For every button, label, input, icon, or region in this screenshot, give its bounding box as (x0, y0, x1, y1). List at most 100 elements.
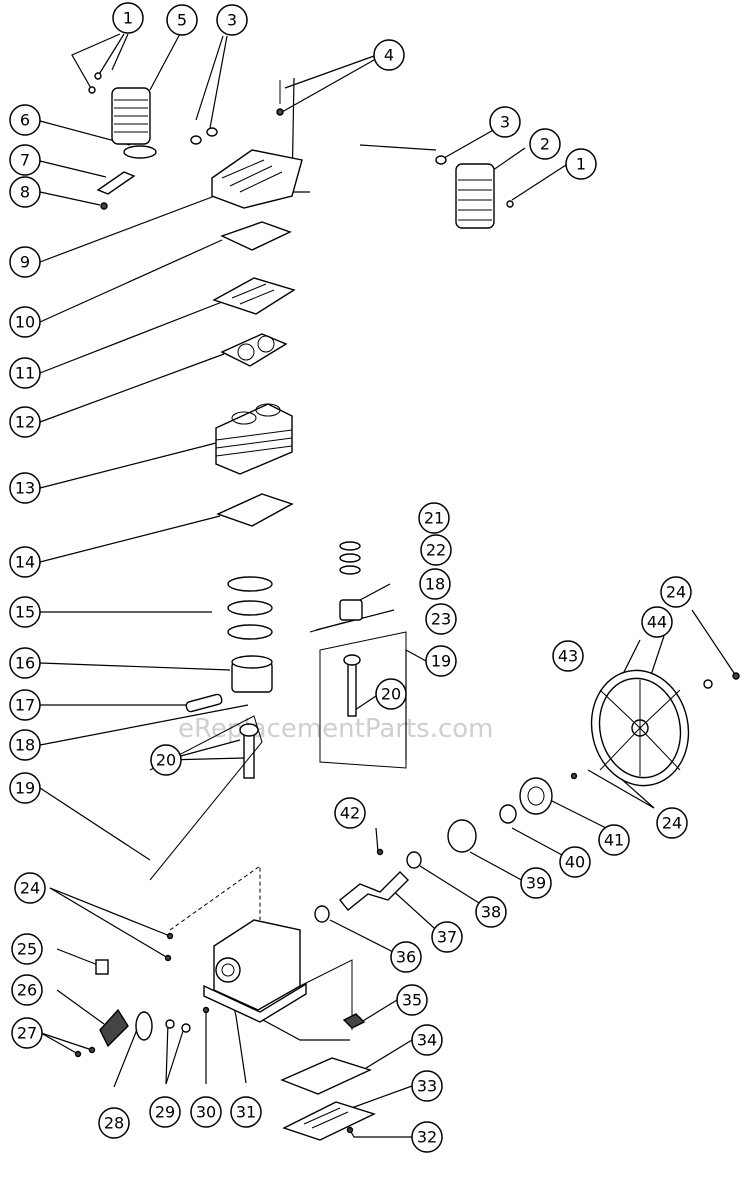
plate-part-7 (96, 171, 136, 195)
screw-part-1b (94, 72, 102, 80)
callout-30: 30 (190, 1096, 222, 1128)
svg-text:41: 41 (604, 831, 624, 850)
callout-11: 11 (9, 357, 41, 389)
svg-text:25: 25 (17, 940, 37, 959)
svg-text:15: 15 (15, 603, 35, 622)
callout-16: 16 (9, 647, 41, 679)
svg-text:7: 7 (20, 151, 30, 170)
gasket-part-3c (435, 155, 447, 165)
callout-10: 10 (9, 306, 41, 338)
callout-6: 6 (9, 104, 41, 136)
svg-text:44: 44 (647, 613, 667, 632)
gasket-part-28 (135, 1011, 153, 1041)
svg-text:31: 31 (236, 1103, 256, 1122)
svg-text:21: 21 (424, 509, 444, 528)
callout-7: 7 (9, 144, 41, 176)
callout-1: 1 (112, 2, 144, 34)
callout-2: 2 (529, 128, 561, 160)
watermark-text: eReplacementParts.com (178, 714, 494, 744)
bearing-part-36 (314, 905, 330, 923)
svg-text:38: 38 (481, 903, 501, 922)
svg-text:30: 30 (196, 1103, 216, 1122)
callout-3: 3 (216, 4, 248, 36)
callout-17: 17 (9, 689, 41, 721)
svg-text:33: 33 (417, 1077, 437, 1096)
svg-text:28: 28 (104, 1114, 124, 1133)
washer-part-44 (703, 679, 713, 689)
svg-text:35: 35 (402, 991, 422, 1010)
svg-text:5: 5 (177, 11, 187, 30)
callout-41: 41 (598, 824, 630, 856)
svg-text:11: 11 (15, 364, 35, 383)
callout-13: 13 (9, 472, 41, 504)
bearing-part-40 (499, 804, 517, 824)
callout-20: 20 (375, 678, 407, 710)
screw-part-27b (88, 1046, 96, 1054)
callout-32: 32 (411, 1121, 443, 1153)
o-ring-part-6 (123, 145, 157, 159)
screw-part-8 (100, 202, 108, 210)
callout-26: 26 (11, 974, 43, 1006)
svg-text:19: 19 (15, 779, 35, 798)
plug-part-25 (95, 959, 109, 975)
wrist-pin-part-17 (185, 693, 223, 713)
svg-text:1: 1 (576, 155, 586, 174)
connecting-rod-right-part (347, 659, 357, 717)
svg-text:26: 26 (17, 981, 37, 1000)
piston-ring-part-15c (227, 624, 273, 640)
screw-part-32 (346, 1126, 354, 1134)
pulley-part-43 (590, 669, 690, 787)
piston-part-22 (339, 599, 363, 621)
callout-14: 14 (9, 546, 41, 578)
callouts: 1 5 3 4 6 7 8 3 2 1 9 10 11 12 13 14 21 … (9, 2, 692, 1153)
svg-text:40: 40 (565, 853, 585, 872)
callout-19b: 19 (9, 772, 41, 804)
callout-21: 21 (418, 502, 450, 534)
svg-text:24: 24 (20, 879, 40, 898)
callout-5: 5 (166, 4, 198, 36)
callout-28: 28 (98, 1107, 130, 1139)
svg-text:3: 3 (227, 11, 237, 30)
svg-text:39: 39 (526, 874, 546, 893)
ring-part-21c (339, 565, 361, 575)
callout-19: 19 (425, 645, 457, 677)
callout-18b: 18 (9, 729, 41, 761)
callout-33: 33 (411, 1070, 443, 1102)
svg-text:16: 16 (15, 654, 35, 673)
svg-text:43: 43 (558, 647, 578, 666)
svg-text:18: 18 (425, 575, 445, 594)
screw-part-1c (506, 200, 514, 208)
callout-31: 31 (230, 1096, 262, 1128)
svg-text:22: 22 (426, 541, 446, 560)
callout-8: 8 (9, 176, 41, 208)
svg-text:10: 10 (15, 313, 35, 332)
callout-40: 40 (559, 846, 591, 878)
svg-text:1: 1 (123, 9, 133, 28)
fitting-part-35 (342, 1013, 366, 1029)
callout-24: 24 (660, 576, 692, 608)
gasket-part-3b (206, 127, 218, 137)
crankcase-part (203, 919, 307, 1023)
svg-text:18: 18 (15, 736, 35, 755)
callout-1b: 1 (565, 148, 597, 180)
gasket-part-3 (190, 135, 202, 145)
screw-part-30 (202, 1006, 210, 1014)
bolt-part-24 (732, 672, 740, 680)
svg-text:6: 6 (20, 111, 30, 130)
bolt-part-24b (166, 932, 174, 940)
svg-text:8: 8 (20, 183, 30, 202)
callout-29: 29 (149, 1096, 181, 1128)
svg-text:36: 36 (396, 948, 416, 967)
crankshaft-part-37 (339, 871, 409, 911)
callout-4: 4 (373, 39, 405, 71)
bolt-part-4 (276, 108, 284, 116)
svg-text:23: 23 (431, 610, 451, 629)
valve-plate-part-11 (212, 277, 296, 315)
svg-text:2: 2 (540, 135, 550, 154)
bolt-part-24c (164, 954, 172, 962)
gasket-part-10 (220, 221, 292, 251)
svg-text:14: 14 (15, 553, 35, 572)
plug-part-29 (165, 1019, 175, 1029)
cylinder-head-part-9 (211, 149, 303, 209)
